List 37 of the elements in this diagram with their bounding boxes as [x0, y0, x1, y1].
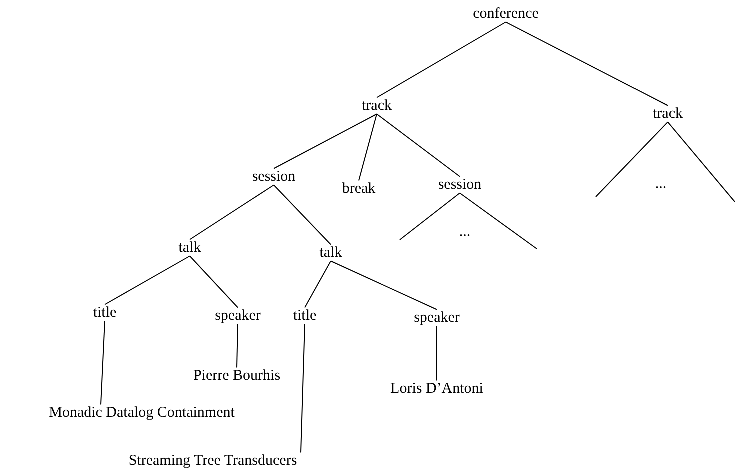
tree-line	[190, 184, 274, 240]
ellipsis-label: ...	[654, 176, 668, 192]
node-label: Monadic Datalog Containment	[48, 404, 236, 422]
node-label: title	[292, 308, 318, 324]
tree-line	[376, 22, 506, 98]
node-label: speaker	[214, 308, 262, 324]
node-label: session	[251, 168, 297, 186]
tree-line	[104, 256, 190, 306]
tree-line	[100, 320, 106, 406]
node-label: track	[361, 98, 393, 114]
node-label: conference	[472, 6, 540, 22]
tree-line	[596, 122, 668, 198]
tree-line	[274, 114, 378, 170]
node-label: Streaming Tree Transducers	[128, 452, 298, 470]
tree-line	[358, 114, 378, 182]
node-label: talk	[178, 240, 202, 256]
tree-line	[304, 260, 332, 308]
node-label: Pierre Bourhis	[192, 368, 282, 384]
tree-line	[436, 326, 438, 382]
tree-line	[668, 122, 736, 202]
tree-line	[330, 260, 438, 310]
node-label: talk	[318, 244, 344, 262]
tree-line	[400, 192, 460, 240]
ellipsis-label: ...	[458, 224, 472, 240]
tree-line	[506, 22, 668, 106]
tree-line	[376, 114, 460, 178]
node-label: speaker	[413, 310, 461, 326]
tree-line	[190, 256, 238, 308]
node-label: break	[341, 180, 377, 198]
tree-line	[236, 324, 238, 368]
tree-line	[460, 192, 538, 250]
tree-line	[274, 184, 332, 246]
tree-line	[300, 324, 306, 454]
node-label: session	[437, 176, 483, 194]
node-label: title	[92, 304, 118, 322]
node-label: Loris D’Antoni	[390, 380, 484, 398]
node-label: track	[652, 106, 684, 122]
